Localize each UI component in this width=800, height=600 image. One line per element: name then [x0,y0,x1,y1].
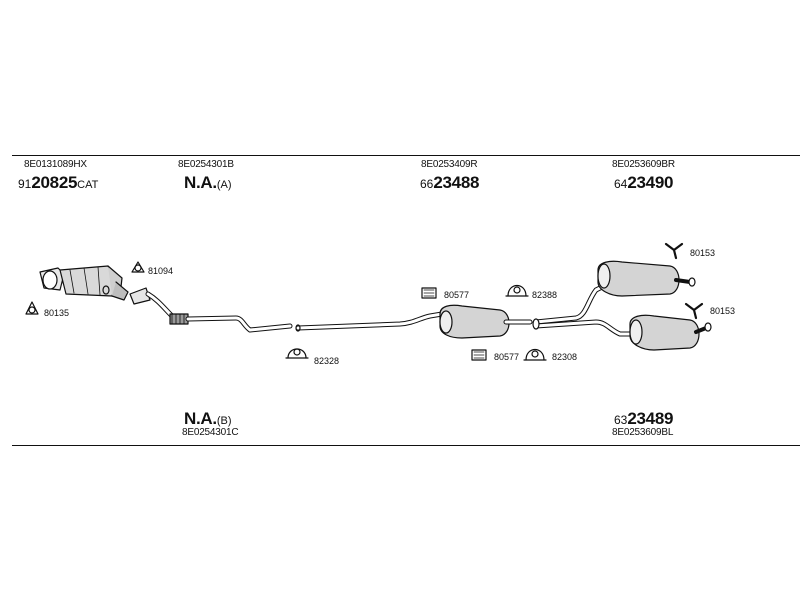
front-pipe-b-part-number: 8E0254301C [182,427,239,438]
hanger-80153-right-icon [684,302,704,320]
cat-prefix: 91 [18,177,32,191]
cat-number: 20825 [31,173,78,192]
rear-right-part-number: 8E0253609BR [612,159,675,170]
middle-label: 6623488 [420,174,479,192]
rear-right-number: 23490 [627,173,674,192]
rear-left-prefix: 63 [614,413,628,427]
clamp-82388-icon [505,284,529,297]
callout-80135: 80135 [44,308,69,318]
gasket-81094-icon [131,261,145,273]
front-pipe-suffix: (A) [216,179,232,191]
middle-part-number: 8E0253409R [421,159,478,170]
hanger-80153-top-icon [664,242,684,260]
front-pipe-part-number: 8E0254301B [178,159,234,170]
middle-prefix: 66 [420,177,434,191]
rear-right-silencer [597,260,696,297]
rear-left-part-number: 8E0253609BL [612,427,674,438]
rear-right-prefix: 64 [614,177,628,191]
front-pipe-b-label: N.A.(B) [184,410,231,428]
callout-82328: 82328 [314,356,339,366]
rubber-mount-80577-bottom-icon [471,349,487,361]
rear-left-label: 6323489 [614,410,673,428]
front-pipe-b-suffix: (B) [216,415,232,427]
intermediate-pipe [295,311,445,332]
callout-80153-top: 80153 [690,248,715,258]
rear-left-number: 23489 [627,409,674,428]
callout-80577-bottom: 80577 [494,352,519,362]
front-pipe-number: N.A. [184,173,217,192]
callout-82388: 82388 [532,290,557,300]
rear-left-silencer [629,314,712,351]
clamp-82308-icon [523,348,547,361]
front-pipe [129,287,293,333]
cat-label: 9120825CAT [18,174,98,192]
middle-number: 23488 [433,173,480,192]
callout-81094: 81094 [148,266,173,276]
rubber-mount-80577-top-icon [421,287,437,299]
rear-right-label: 6423490 [614,174,673,192]
top-divider [12,155,800,156]
clamp-82328-icon [285,348,309,359]
cat-part-number: 8E0131089HX [24,159,87,170]
callout-82308: 82308 [552,352,577,362]
rear-pipes [532,283,635,337]
bottom-divider [12,445,800,446]
catalytic-converter [39,265,129,301]
middle-silencer [439,304,533,339]
callout-80153-right: 80153 [710,306,735,316]
front-pipe-b-number: N.A. [184,409,217,428]
front-pipe-label: N.A.(A) [184,174,231,192]
cat-suffix: CAT [77,179,99,191]
gasket-80135-icon [25,301,39,315]
callout-80577-top: 80577 [444,290,469,300]
